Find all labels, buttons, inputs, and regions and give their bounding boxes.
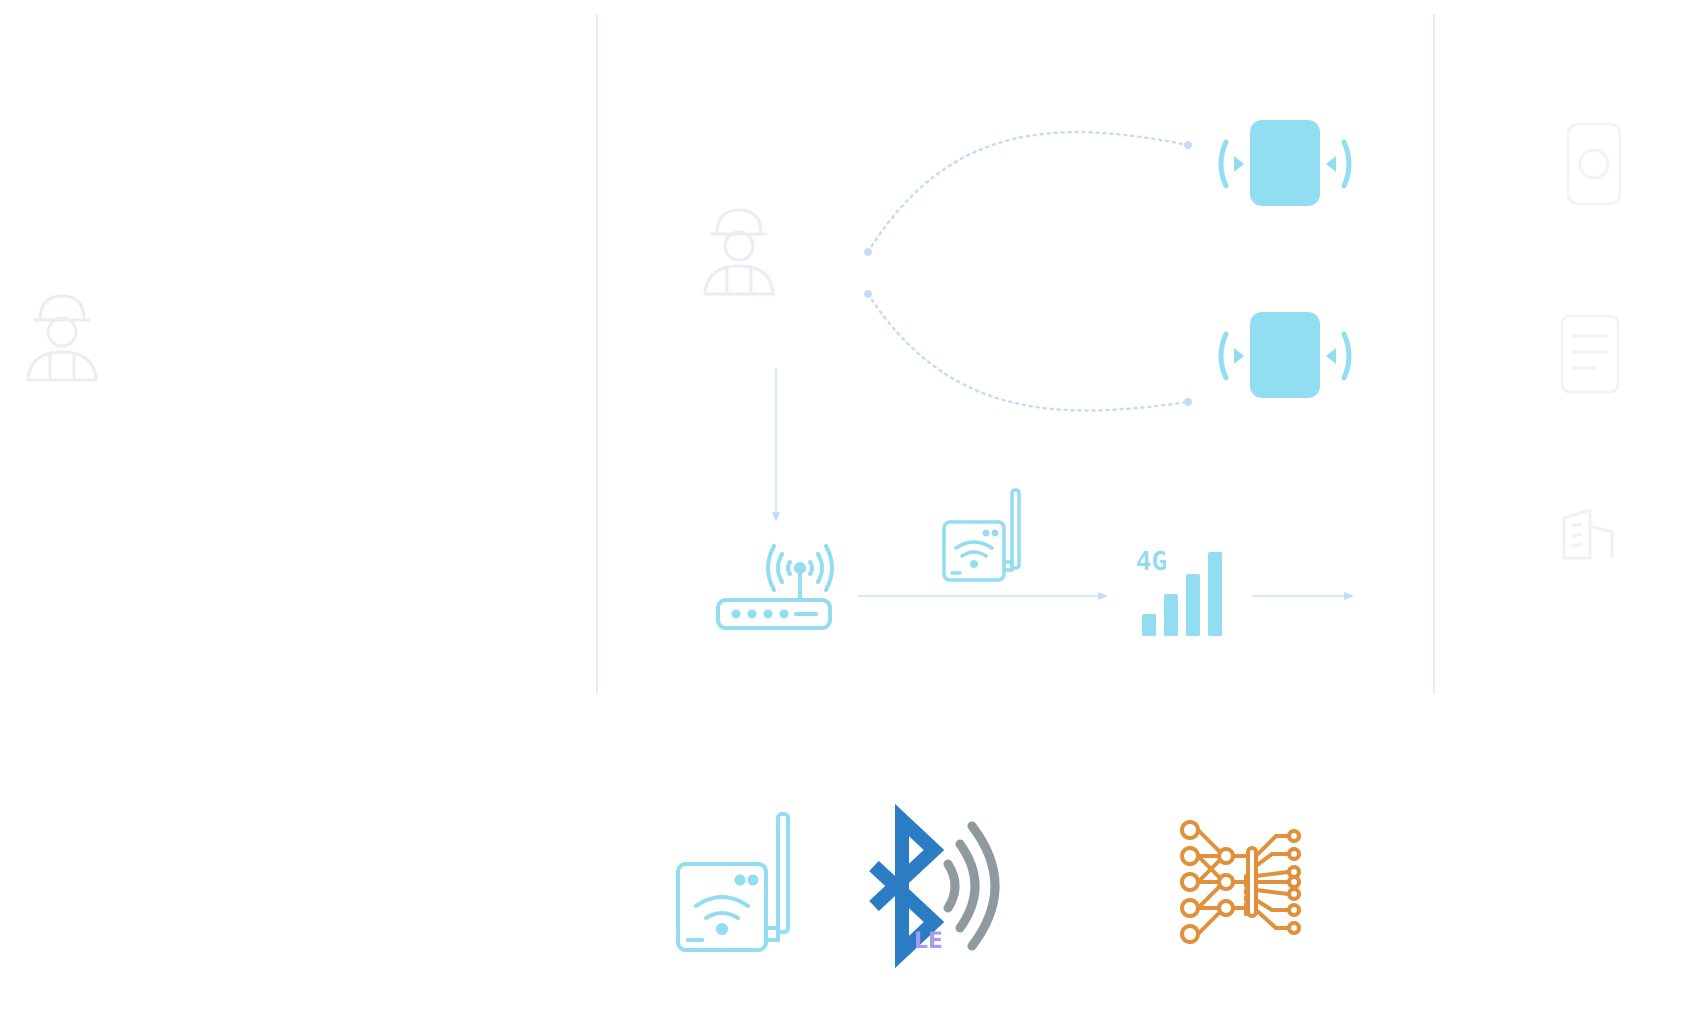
bluetooth-le-badge: LE [914, 929, 943, 954]
wifi-gateway-icon [942, 488, 1021, 582]
link-endpoint-dot [864, 290, 872, 298]
faint-device-icon [1560, 314, 1620, 394]
beacon-tag-icon [1218, 120, 1352, 206]
faint-building-icon [1562, 507, 1614, 560]
wifi-gateway-icon [676, 812, 790, 952]
signal-badge-text: 4G [1136, 547, 1167, 577]
bluetooth-link-bottom [866, 292, 1190, 412]
link-endpoint-dot [1184, 141, 1192, 149]
bluetooth-link-top [866, 130, 1190, 254]
signal-4g-icon: 4G [1136, 547, 1222, 636]
link-endpoint-dot [864, 248, 872, 256]
4g-to-cloud-arrow [1252, 592, 1354, 600]
beacon-tag-icon [1218, 312, 1352, 398]
wifi-router-icon [716, 544, 834, 630]
worker-icon [26, 294, 98, 382]
link-endpoint-dot [1184, 398, 1192, 406]
worker-icon [703, 208, 775, 296]
faint-device-icon [1566, 122, 1622, 206]
neural-circuit-icon [1180, 820, 1301, 944]
uplink-arrow [772, 368, 780, 522]
bluetooth-le-icon: LE [869, 803, 1000, 969]
router-to-4g-arrow [858, 592, 1108, 600]
